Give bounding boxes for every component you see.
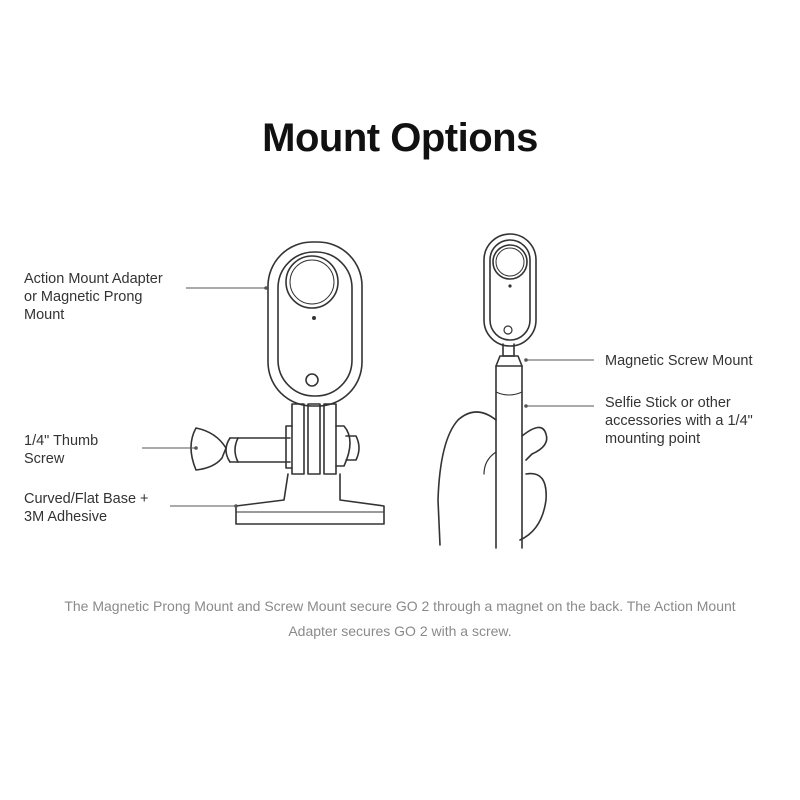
camera-lens bbox=[285, 255, 339, 309]
label-thumb-screw: 1/4" Thumb Screw bbox=[24, 433, 99, 467]
camera-body bbox=[277, 251, 353, 397]
hand bbox=[437, 411, 497, 546]
action-mount-camera-assembly bbox=[190, 241, 385, 525]
label-base: Curved/Flat Base + 3M Adhesive bbox=[24, 491, 149, 525]
selfie-stick bbox=[495, 365, 523, 549]
selfie-stick-camera-assembly bbox=[437, 233, 548, 549]
label-magnetic-screw-mount: Magnetic Screw Mount bbox=[605, 353, 753, 369]
label-action-mount-adapter: Action Mount Adapter or Magnetic Prong M… bbox=[24, 271, 163, 323]
camera-body-small bbox=[483, 233, 537, 347]
label-selfie-stick: Selfie Stick or other accessories with a… bbox=[605, 395, 753, 447]
prong-fin bbox=[291, 403, 305, 475]
page-title: Mount Options bbox=[262, 116, 538, 160]
camera-lens-small bbox=[492, 244, 528, 280]
curved-flat-base bbox=[235, 473, 385, 525]
leader-lines bbox=[142, 287, 594, 507]
thumb-screw-shaft bbox=[229, 437, 291, 463]
adapter-frame bbox=[267, 241, 363, 407]
caption: The Magnetic Prong Mount and Screw Mount… bbox=[64, 598, 736, 639]
camera-logo-icon bbox=[305, 373, 319, 387]
